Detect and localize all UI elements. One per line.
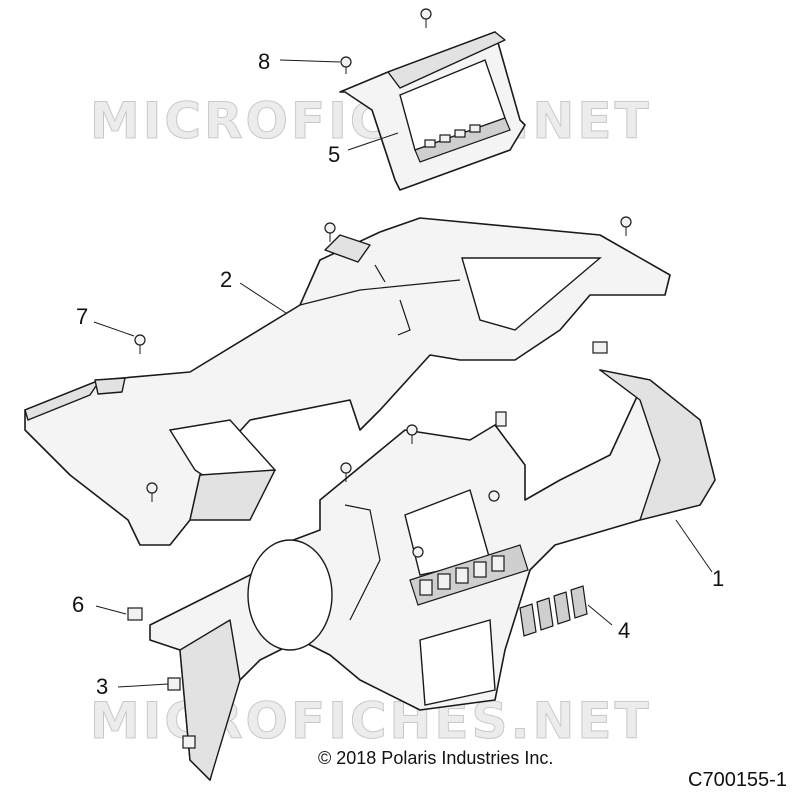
screw-7 <box>134 334 146 354</box>
callout-6: 6 <box>72 592 84 617</box>
copyright-notice: © 2018 Polaris Industries Inc. <box>318 748 554 768</box>
leader-lines <box>93 59 713 688</box>
screw-top <box>420 8 432 28</box>
screw-mid-2 <box>340 462 352 482</box>
callout-4: 4 <box>618 618 630 643</box>
screw-upper-left <box>324 222 336 242</box>
figure-id: C700155-1 <box>688 769 787 791</box>
switch-blanks-4 <box>519 585 588 637</box>
screw-upper-right <box>620 216 632 236</box>
screw-mid-3 <box>146 482 158 502</box>
screw-mid-1 <box>406 424 418 444</box>
watermark-bottom: MICROFICHES.NET <box>90 692 652 750</box>
screw-mid-5 <box>488 490 500 502</box>
callout-7: 7 <box>76 304 88 329</box>
nut-clip-6 <box>127 607 143 621</box>
clip-mid <box>495 411 507 427</box>
callout-5: 5 <box>328 142 340 167</box>
display-bezel-part <box>339 31 526 191</box>
dash-upper-panel-part <box>24 217 671 546</box>
callout-2: 2 <box>220 267 232 292</box>
callout-8: 8 <box>258 49 270 74</box>
screw-mid-4 <box>412 546 424 558</box>
callout-3: 3 <box>96 674 108 699</box>
screw-8 <box>340 56 352 74</box>
callout-labels: 1 2 3 4 5 6 7 8 <box>72 49 724 699</box>
callout-1: 1 <box>712 566 724 591</box>
clip-lower <box>182 735 196 749</box>
clip-3 <box>167 677 181 691</box>
clip-right <box>592 341 608 354</box>
dash-lower-panel-part <box>149 369 716 781</box>
